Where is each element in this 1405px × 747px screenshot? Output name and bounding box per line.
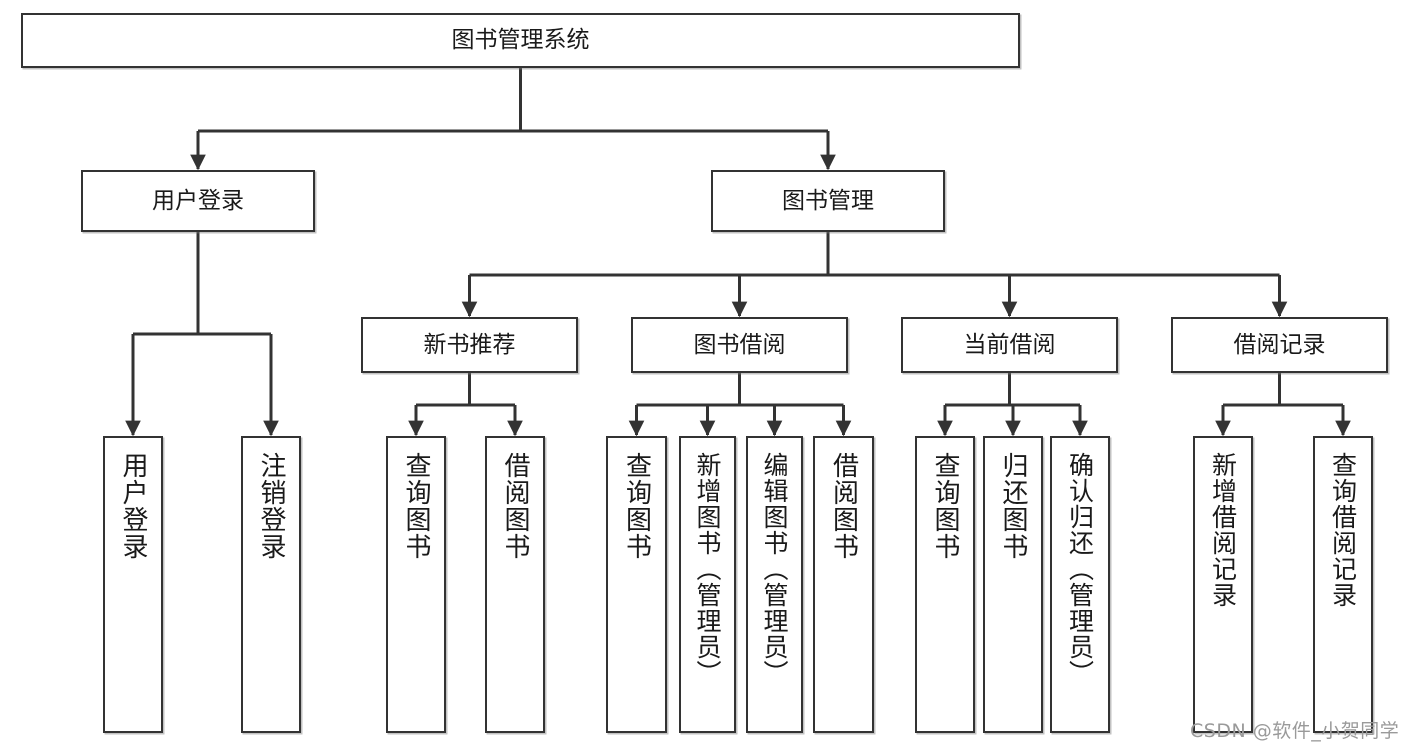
node-label-book-manage: 图书管理 xyxy=(782,187,874,214)
node-label-leaf-add-record: 新增借阅记录 xyxy=(1208,452,1238,608)
node-label-leaf-borrow-book-2: 借阅图书 xyxy=(828,452,859,560)
node-label-new-book-rec: 新书推荐 xyxy=(423,331,516,358)
node-label-leaf-return-book: 归还图书 xyxy=(998,452,1028,560)
node-label-root: 图书管理系统 xyxy=(451,27,590,54)
node-label-leaf-logout: 注销登录 xyxy=(256,452,286,560)
node-label-leaf-edit-book: 编辑图书（管理员） xyxy=(760,452,789,686)
node-borrow-record[interactable]: 借阅记录 xyxy=(1171,317,1388,373)
node-book-manage[interactable]: 图书管理 xyxy=(711,170,945,232)
node-leaf-query-book-1[interactable]: 查询图书 xyxy=(386,436,446,733)
node-leaf-query-book-3[interactable]: 查询图书 xyxy=(915,436,975,733)
csdn-watermark: CSDN @软件_小贺同学 xyxy=(1190,720,1400,742)
node-leaf-logout[interactable]: 注销登录 xyxy=(241,436,301,733)
node-label-current-borrow: 当前借阅 xyxy=(963,331,1056,358)
node-leaf-return-book[interactable]: 归还图书 xyxy=(983,436,1043,733)
node-leaf-query-record[interactable]: 查询借阅记录 xyxy=(1313,436,1373,733)
node-user-login[interactable]: 用户登录 xyxy=(81,170,315,232)
node-current-borrow[interactable]: 当前借阅 xyxy=(901,317,1118,373)
node-leaf-add-record[interactable]: 新增借阅记录 xyxy=(1193,436,1253,733)
node-label-leaf-user-login: 用户登录 xyxy=(118,452,148,560)
node-label-leaf-query-book-3: 查询图书 xyxy=(930,452,960,560)
node-label-leaf-add-book: 新增图书（管理员） xyxy=(693,452,722,686)
node-leaf-query-book-2[interactable]: 查询图书 xyxy=(606,436,667,733)
node-root[interactable]: 图书管理系统 xyxy=(21,13,1020,68)
node-label-leaf-confirm-ret: 确认归还（管理员） xyxy=(1065,452,1095,686)
node-label-leaf-borrow-book-1: 借阅图书 xyxy=(500,452,530,560)
node-leaf-user-login[interactable]: 用户登录 xyxy=(103,436,163,733)
node-label-leaf-query-record: 查询借阅记录 xyxy=(1328,452,1358,608)
node-label-user-login: 用户登录 xyxy=(152,187,244,214)
node-new-book-rec[interactable]: 新书推荐 xyxy=(361,317,578,373)
node-leaf-edit-book[interactable]: 编辑图书（管理员） xyxy=(746,436,803,733)
node-label-leaf-query-book-2: 查询图书 xyxy=(621,452,652,560)
node-leaf-borrow-book-1[interactable]: 借阅图书 xyxy=(485,436,545,733)
node-label-book-borrow: 图书借阅 xyxy=(693,331,786,358)
node-book-borrow[interactable]: 图书借阅 xyxy=(631,317,848,373)
node-leaf-add-book[interactable]: 新增图书（管理员） xyxy=(679,436,736,733)
node-leaf-confirm-ret[interactable]: 确认归还（管理员） xyxy=(1050,436,1110,733)
node-label-borrow-record: 借阅记录 xyxy=(1233,331,1326,358)
node-leaf-borrow-book-2[interactable]: 借阅图书 xyxy=(813,436,874,733)
node-label-leaf-query-book-1: 查询图书 xyxy=(401,452,431,560)
